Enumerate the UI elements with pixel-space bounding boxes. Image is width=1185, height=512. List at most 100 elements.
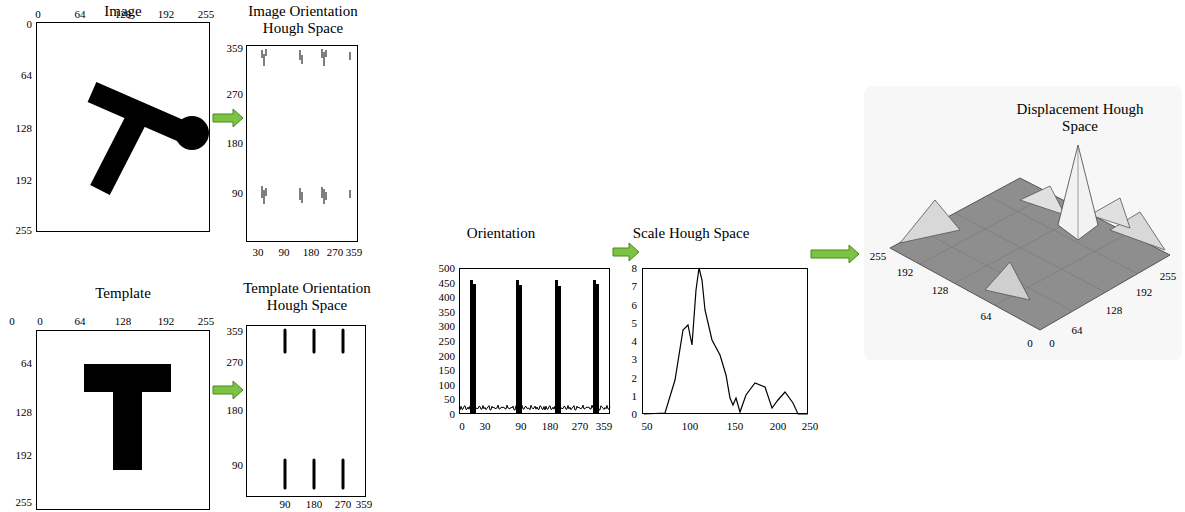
tick-label: 0 <box>632 409 638 420</box>
tick-label: 200 <box>770 421 787 432</box>
tick-label: 0 <box>1027 338 1033 349</box>
hough-marks <box>285 330 343 488</box>
tick-label: 270 <box>227 89 244 100</box>
tick-label: 8 <box>632 263 638 274</box>
tick-label: 150 <box>727 421 744 432</box>
tick-label: 64 <box>75 9 86 20</box>
tick-label: 270 <box>335 499 352 510</box>
tick-label: 270 <box>572 421 589 432</box>
tick-label: 0 <box>450 409 456 420</box>
tick-label: 90 <box>516 421 527 432</box>
tick-label: 359 <box>596 421 613 432</box>
tick-label: 90 <box>280 499 291 510</box>
tick-label: 270 <box>327 247 344 258</box>
flow-arrow <box>811 245 859 263</box>
template-panel: Template <box>36 330 210 510</box>
tick-label: 128 <box>1106 305 1123 316</box>
tick-label: 450 <box>439 277 456 288</box>
tick-label: 64 <box>21 358 32 369</box>
tick-label: 180 <box>227 138 244 149</box>
hough-panel: Image Orientation Hough Space <box>246 45 358 242</box>
tick-label: 4 <box>632 336 638 347</box>
tick-label: 255 <box>1160 271 1177 282</box>
tick-label: 2 <box>632 372 638 383</box>
flow-arrow <box>213 381 243 399</box>
tick-label: 180 <box>542 421 559 432</box>
tick-label: 64 <box>21 70 32 81</box>
panel-title: Displacement Hough Space <box>1015 101 1145 136</box>
hough-panel: Template Orientation Hough Space <box>246 325 366 497</box>
hough-marks <box>262 49 350 204</box>
tick-label: 100 <box>682 421 699 432</box>
tick-label: 128 <box>115 316 132 327</box>
tick-label: 180 <box>306 499 323 510</box>
tick-label: 128 <box>115 9 132 20</box>
tick-label: 6 <box>632 299 638 310</box>
tick-label: 90 <box>232 188 243 199</box>
tick-label: 255 <box>198 316 215 327</box>
flow-arrow <box>213 109 243 127</box>
panel-title: Image Orientation Hough Space <box>228 3 378 38</box>
tick-label: 255 <box>870 251 887 262</box>
histogram-panel: Orientation <box>459 268 610 414</box>
image-shape <box>92 92 209 190</box>
tick-label: 250 <box>802 421 819 432</box>
tick-label: 270 <box>227 357 244 368</box>
tick-label: 30 <box>253 247 264 258</box>
tick-label: 90 <box>279 247 290 258</box>
surface-panel: Displacement Hough Space <box>862 140 1180 355</box>
tick-label: 0 <box>459 421 465 432</box>
tick-label: 359 <box>356 499 373 510</box>
tick-label: 5 <box>632 317 638 328</box>
panel-title: Template Orientation Hough Space <box>222 280 392 315</box>
tick-label: 150 <box>439 365 456 376</box>
tick-label: 90 <box>232 460 243 471</box>
template-shape <box>84 364 171 470</box>
orientation-histogram <box>460 280 610 414</box>
image-panel: Image <box>36 22 210 232</box>
tick-label: 359 <box>346 247 363 258</box>
tick-label: 180 <box>303 247 320 258</box>
tick-label: 0 <box>35 9 41 20</box>
panel-title: Orientation <box>441 225 561 242</box>
tick-label: 359 <box>227 43 244 54</box>
tick-label: 250 <box>439 336 456 347</box>
panel-title: Scale Hough Space <box>621 225 761 242</box>
flow-arrow <box>613 243 639 261</box>
tick-label: 255 <box>16 497 33 508</box>
tick-label: 64 <box>1072 325 1083 336</box>
tick-label: 128 <box>932 285 949 296</box>
tick-label: 192 <box>16 175 33 186</box>
tick-label: 359 <box>227 326 244 337</box>
tick-label: 350 <box>439 306 456 317</box>
tick-label: 0 <box>27 19 33 30</box>
displacement-surface <box>864 86 1182 360</box>
tick-label: 255 <box>16 225 33 236</box>
tick-label: 300 <box>439 321 456 332</box>
tick-label: 200 <box>439 350 456 361</box>
tick-label: 128 <box>16 407 33 418</box>
tick-label: 192 <box>1136 287 1153 298</box>
tick-label: 500 <box>439 263 456 274</box>
tick-label: 30 <box>480 421 491 432</box>
tick-label: 0 <box>1049 338 1055 349</box>
tick-label: 3 <box>632 354 638 365</box>
tick-label: 180 <box>227 405 244 416</box>
histogram-panel: Scale Hough Space <box>642 268 808 414</box>
tick-label: 50 <box>642 421 653 432</box>
tick-label: 128 <box>16 123 33 134</box>
tick-label: 50 <box>444 394 455 405</box>
tick-label: 192 <box>897 267 914 278</box>
panel-title: Template <box>73 285 173 302</box>
tick-label: 400 <box>439 292 456 303</box>
tick-label: 100 <box>439 379 456 390</box>
tick-label: 64 <box>75 316 86 327</box>
tick-label: 192 <box>158 316 175 327</box>
tick-label: 7 <box>632 281 638 292</box>
tick-label: 0 <box>37 316 43 327</box>
tick-label: 255 <box>198 9 215 20</box>
tick-label: 1 <box>632 390 638 401</box>
